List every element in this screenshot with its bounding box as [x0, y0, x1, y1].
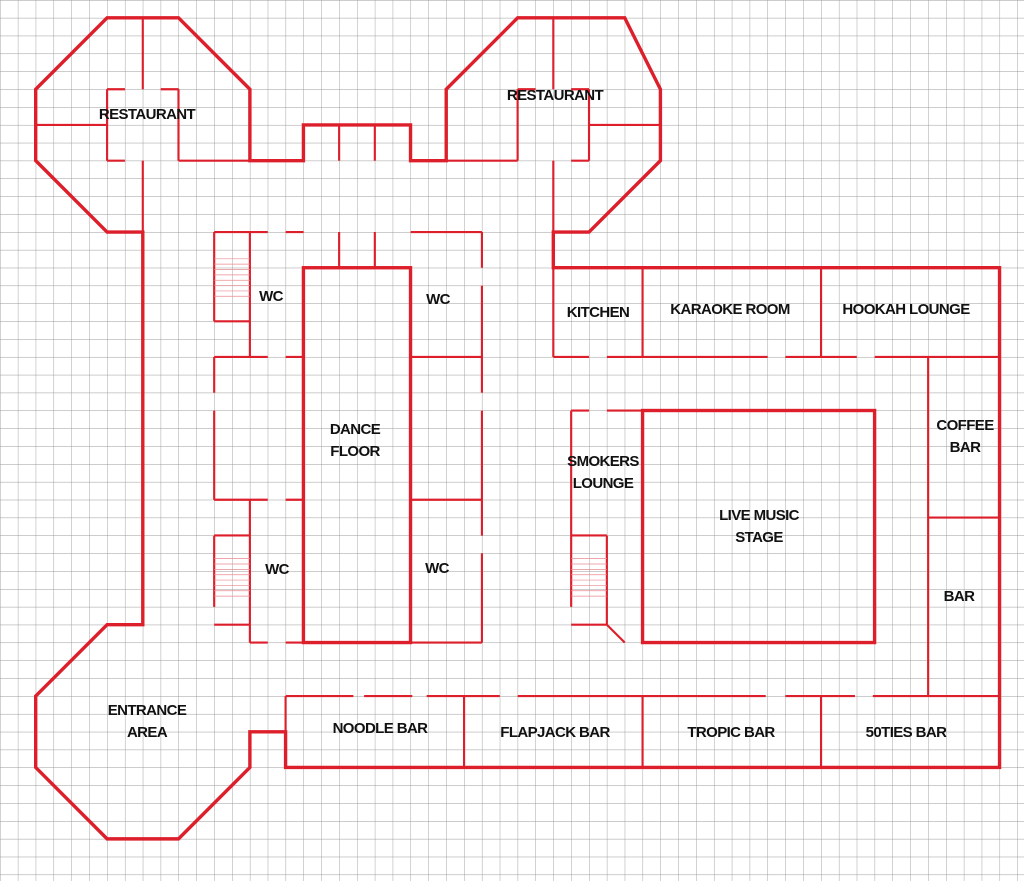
label-line: FLOOR	[330, 443, 380, 460]
room-label-entrance-area: ENTRANCE AREA	[108, 700, 187, 744]
label-line: LOUNGE	[572, 475, 634, 492]
room-label-live-music-stage: LIVE MUSIC STAGE	[719, 505, 799, 549]
label-line: AREA	[126, 724, 168, 741]
label-line: COFFEE	[936, 417, 994, 434]
room-label-restaurant-right: RESTAURANT	[506, 87, 604, 104]
room-label-kitchen: KITCHEN	[566, 304, 630, 321]
room-label-wc-top-left: WC	[259, 288, 283, 305]
room-label-tropic-bar: TROPIC BAR	[687, 724, 775, 741]
room-label-wc-top-right: WC	[426, 291, 450, 308]
right-wc-walls	[410, 230, 483, 644]
room-label-flapjack-bar: FLAPJACK BAR	[500, 724, 610, 741]
room-label-noodle-bar: NOODLE BAR	[332, 720, 428, 737]
label-line: DANCE	[329, 421, 381, 438]
room-label-hookah-lounge: HOOKAH LOUNGE	[842, 301, 970, 318]
label-line: LIVE MUSIC	[719, 507, 799, 524]
room-label-coffee-bar: COFFEE BAR	[936, 415, 994, 459]
room-label-fifties-bar: 50TIES BAR	[865, 724, 947, 741]
bottom-bars-walls	[284, 695, 1000, 768]
label-line: STAGE	[735, 529, 783, 546]
restaurant-right-walls	[446, 17, 661, 233]
room-label-wc-bottom-right: WC	[425, 560, 449, 577]
room-label-restaurant-left: RESTAURANT	[98, 106, 196, 123]
room-label-wc-bottom-left: WC	[265, 561, 289, 578]
dance-floor-walls	[301, 266, 413, 645]
label-line: ENTRANCE	[107, 702, 187, 719]
live-music-stage-walls	[640, 408, 877, 645]
room-label-dance-floor: DANCE FLOOR	[329, 419, 381, 463]
label-line: SMOKERS	[567, 453, 639, 470]
stairs-smokers	[571, 558, 607, 597]
left-wc-walls	[213, 230, 304, 644]
room-label-karaoke-room: KARAOKE ROOM	[670, 301, 790, 318]
restaurant-left-walls	[35, 17, 250, 233]
label-line: BAR	[949, 439, 981, 456]
right-wing-walls	[552, 267, 1000, 697]
stairs-bottom-left	[214, 558, 250, 597]
top-corridor-walls	[338, 124, 376, 268]
stairs-top-left	[214, 258, 250, 297]
room-label-bar: BAR	[943, 588, 975, 605]
room-label-smokers-lounge: SMOKERS LOUNGE	[567, 451, 639, 495]
